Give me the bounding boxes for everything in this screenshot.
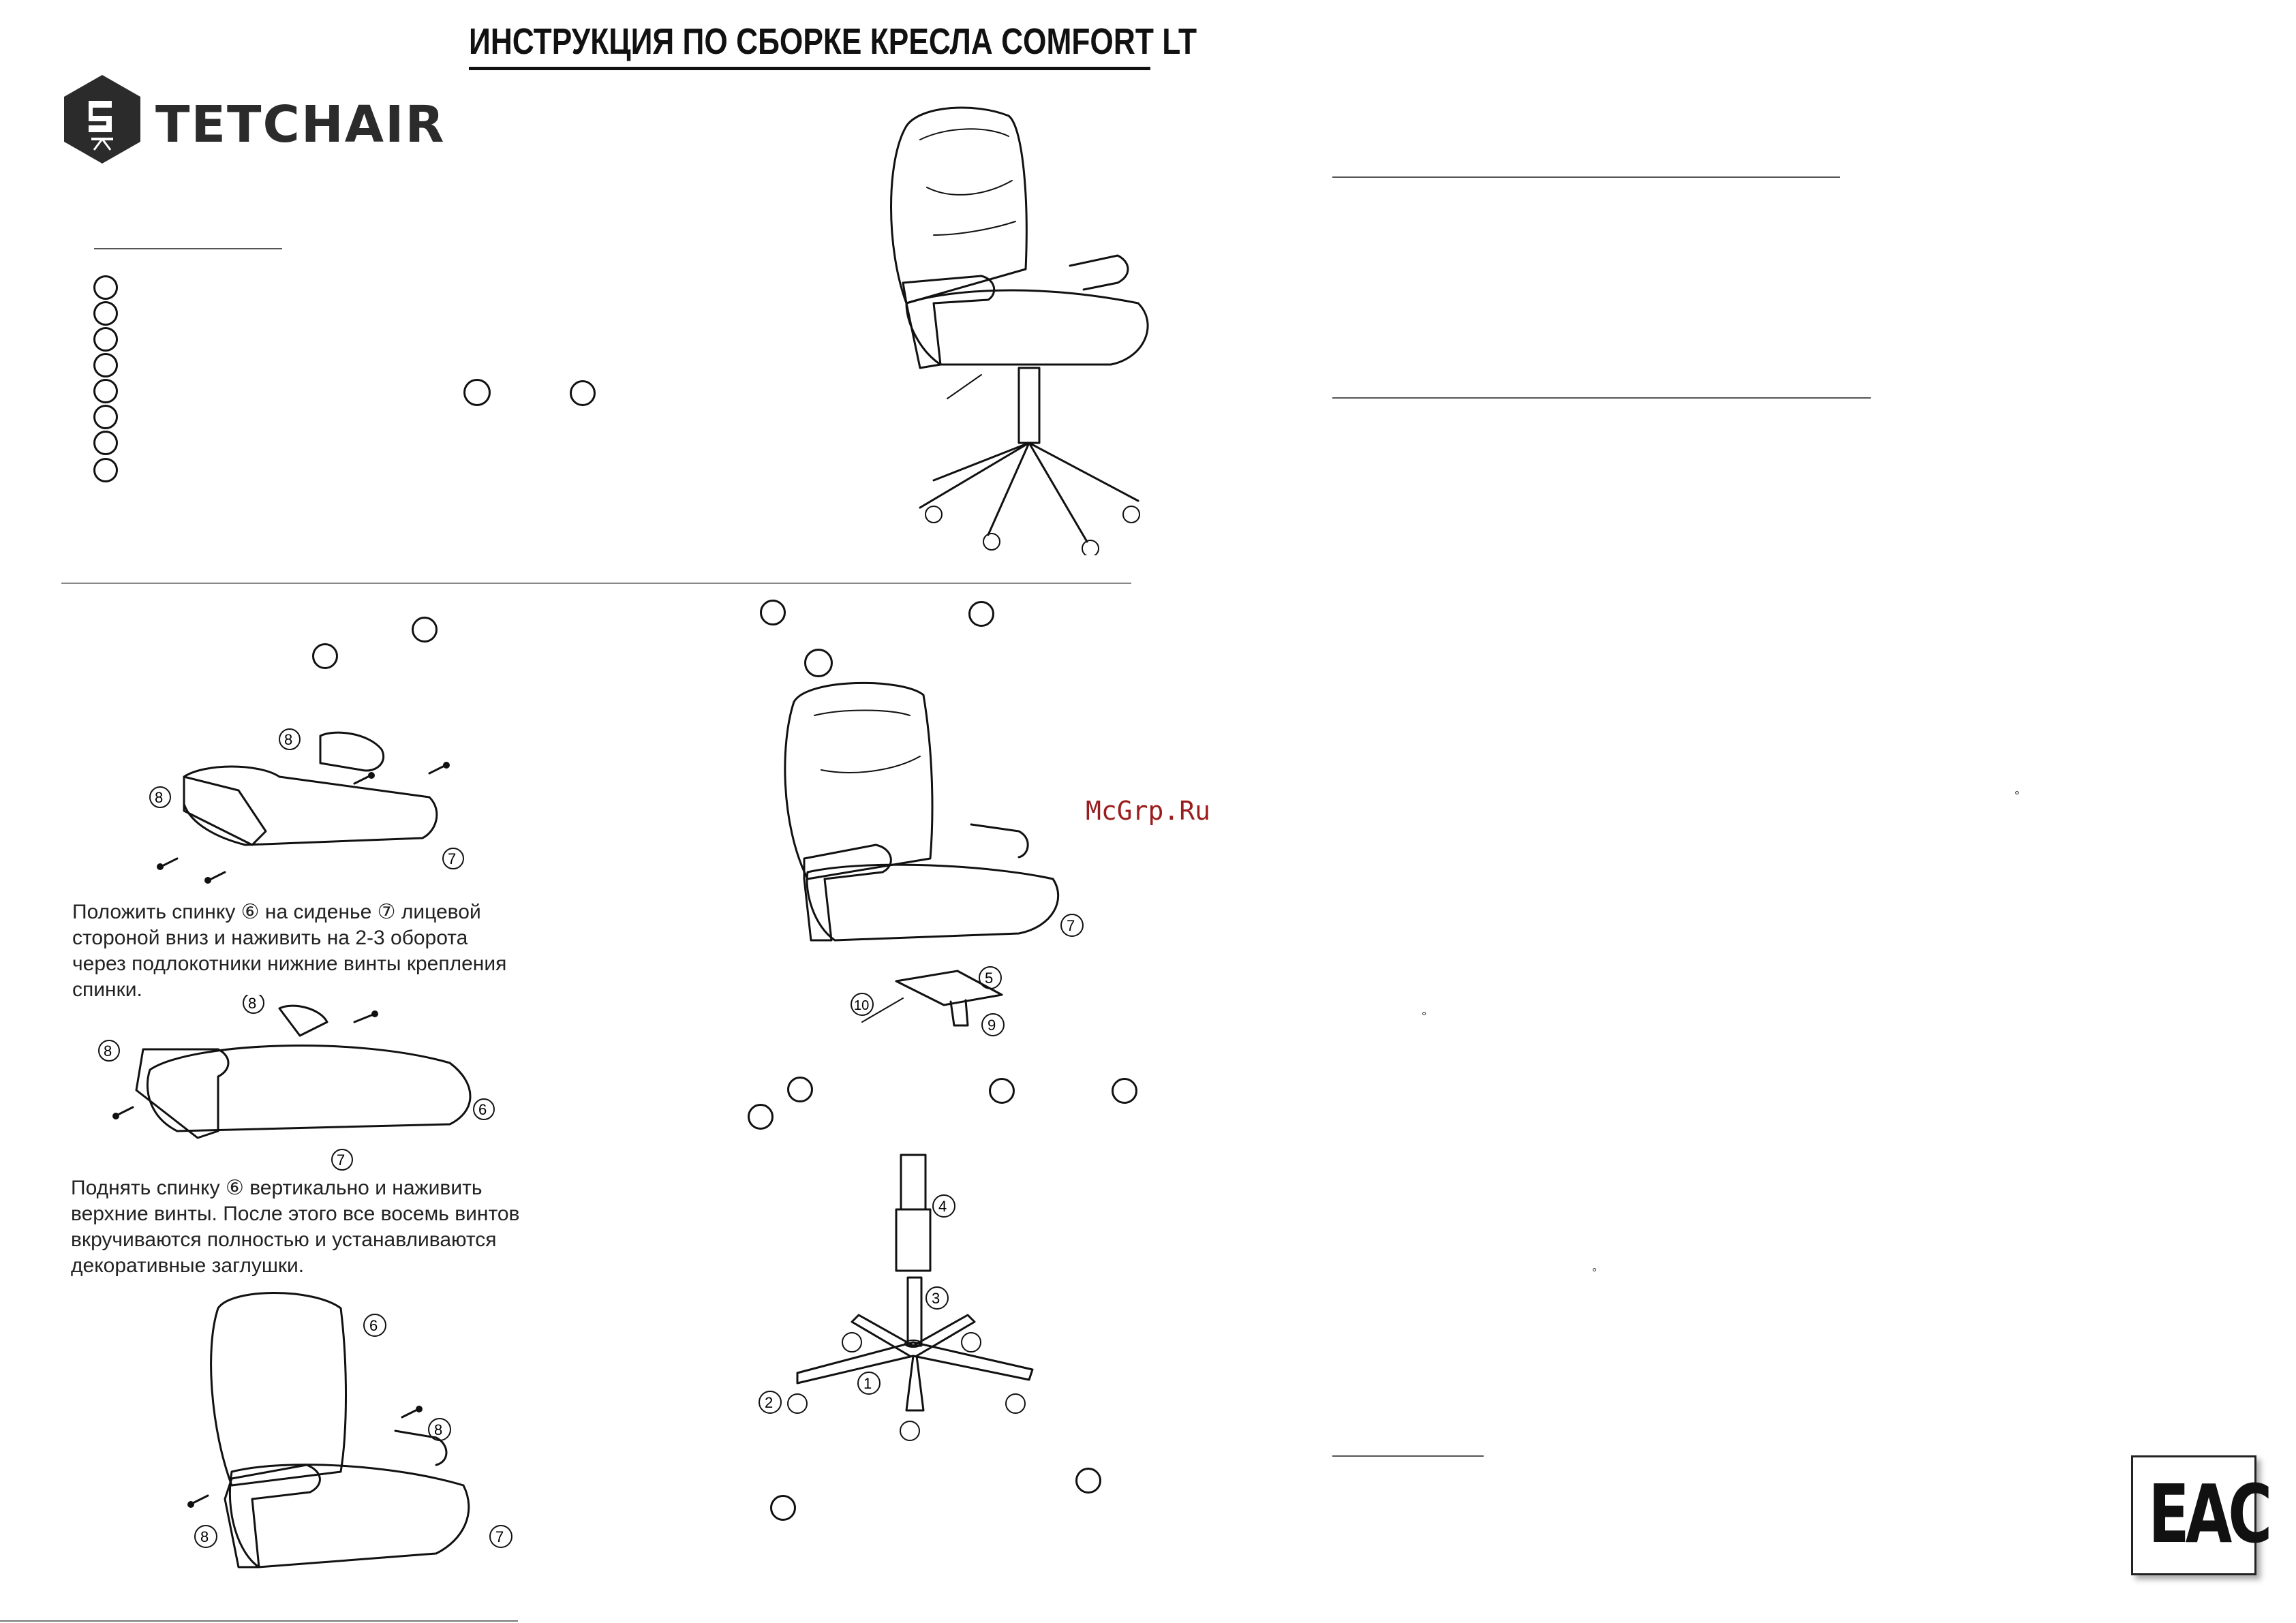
degree-mark-2: ° [1422, 1010, 1427, 1023]
svg-text:8: 8 [155, 789, 163, 806]
part-bullet-3 [93, 327, 118, 352]
part-bullet-7 [93, 431, 118, 455]
degree-mark-1: ° [2015, 789, 2020, 803]
mid-circle-5 [748, 1104, 774, 1130]
svg-text:1: 1 [863, 1375, 872, 1392]
mid-circle-1 [760, 600, 786, 625]
mid-circle-8 [1075, 1468, 1101, 1494]
svg-text:10: 10 [854, 998, 869, 1013]
svg-text:2: 2 [765, 1394, 773, 1411]
brand-logo [61, 74, 143, 166]
base-gaslift-illustration: 4 3 1 2 [756, 1151, 1097, 1458]
part-bullet-6 [93, 405, 118, 429]
part-bullet-1 [93, 275, 118, 300]
mid-circle-6 [989, 1078, 1015, 1104]
section-divider [61, 583, 1131, 584]
watermark: McGrp.Ru [1086, 796, 1211, 826]
svg-text:3: 3 [932, 1290, 940, 1307]
step1-text: Положить спинку ⑥ на сиденье ⑦ лицевой с… [72, 901, 507, 1001]
mechanism-illustration: 7 5 9 10 [767, 675, 1107, 1056]
part-bullet-4 [93, 353, 118, 377]
svg-text:8: 8 [248, 995, 256, 1012]
right-section-rule-1 [1332, 176, 1840, 178]
tetchair-logo-icon [64, 75, 140, 164]
mid-circle-4 [787, 1077, 813, 1102]
degree-mark-3: ° [1592, 1266, 1597, 1280]
svg-text:8: 8 [284, 731, 292, 748]
step2-text: Поднять спинку ⑥ вертикально и наживить … [71, 1177, 520, 1277]
part-bullet-extra-a [463, 379, 491, 406]
right-section-rule-2 [1332, 397, 1871, 399]
svg-text:6: 6 [369, 1317, 378, 1334]
part-bullet-2 [93, 301, 118, 326]
svg-text:9: 9 [988, 1017, 996, 1034]
mid-circle-7 [1112, 1078, 1137, 1104]
parts-list-rule [94, 248, 282, 249]
svg-text:7: 7 [495, 1528, 504, 1545]
brand-name: TETCHAIR [155, 95, 446, 154]
mid-circle-2 [968, 601, 994, 627]
page-title: ИНСТРУКЦИЯ ПО СБОРКЕ КРЕСЛА COMFORT LT [469, 21, 1197, 62]
svg-text:8: 8 [104, 1042, 112, 1060]
step1-illustration: 8 8 7 [143, 722, 498, 886]
part-bullet-5 [93, 379, 118, 403]
mid-circle-9 [770, 1495, 796, 1521]
title-underline [469, 67, 1150, 70]
step-circle-b [312, 643, 338, 669]
svg-text:4: 4 [938, 1198, 947, 1215]
svg-text:5: 5 [985, 970, 993, 987]
part-bullet-extra-b [570, 380, 596, 406]
step3-illustration: 6 8 8 7 [177, 1281, 518, 1581]
step1-instructions: Положить спинку ⑥ на сиденье ⑦ лицевой с… [72, 899, 515, 1003]
assembled-chair-illustration [866, 99, 1165, 557]
step-circle-a [412, 617, 438, 643]
right-section-rule-3 [1332, 1455, 1484, 1457]
svg-text:7: 7 [1067, 917, 1075, 934]
svg-text:7: 7 [448, 850, 456, 867]
part-bullet-8 [93, 458, 118, 482]
eac-text: EAC [2148, 1467, 2272, 1561]
step2-illustration: 8 8 6 7 [95, 992, 504, 1172]
svg-text:8: 8 [200, 1528, 209, 1545]
svg-text:6: 6 [478, 1101, 487, 1118]
step2-instructions: Поднять спинку ⑥ вертикально и наживить … [71, 1175, 548, 1279]
eac-certification-mark: EAC [2131, 1455, 2272, 1575]
mid-circle-3 [804, 649, 833, 677]
svg-text:8: 8 [434, 1421, 442, 1438]
svg-text:7: 7 [337, 1151, 345, 1169]
bottom-rule [0, 1620, 518, 1622]
